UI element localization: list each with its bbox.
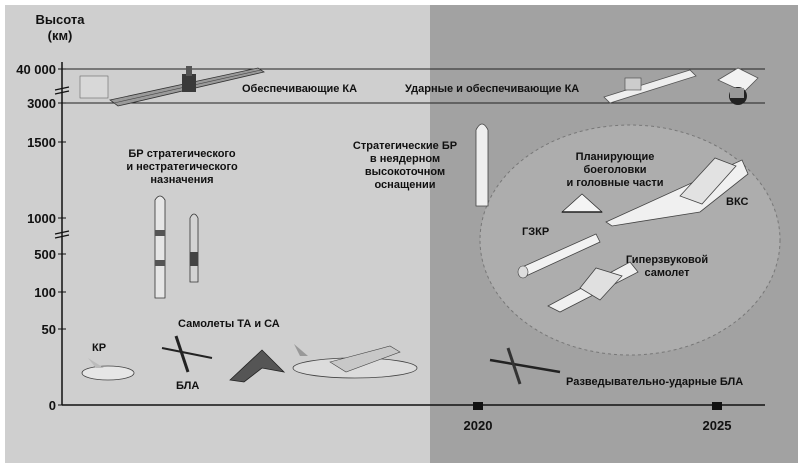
aircraft-label: Самолеты ТА и СА bbox=[178, 318, 280, 330]
y-tick-label: 0 bbox=[48, 398, 56, 413]
axis-break-top bbox=[54, 86, 70, 95]
hypersonic-plane-label: Гиперзвуковой самолет bbox=[625, 254, 709, 279]
stealth-aircraft-icon bbox=[229, 349, 286, 383]
y-tick-label: 500 bbox=[34, 247, 56, 262]
strike-satellites-label: Ударные и обеспечивающие КА bbox=[405, 83, 580, 95]
y-tick-label: 1000 bbox=[27, 211, 56, 226]
y-tick-label: 3000 bbox=[27, 96, 56, 111]
x-tick-2025 bbox=[712, 402, 722, 410]
support-satellite-icon bbox=[79, 66, 265, 107]
strategic-br-label: БР стратегического и нестратегического н… bbox=[126, 148, 238, 186]
kr-label: КР bbox=[92, 342, 107, 354]
vks-spaceplane-icon bbox=[605, 157, 749, 227]
ballistic-missile-1-icon bbox=[154, 195, 166, 299]
uav-icon bbox=[161, 335, 213, 373]
y-tick-label: 50 bbox=[41, 322, 56, 337]
hypersonic-plane-icon bbox=[547, 261, 639, 313]
recon-uav-icon bbox=[489, 347, 561, 385]
x-tick-label: 2025 bbox=[702, 418, 732, 433]
x-tick-label: 2020 bbox=[463, 418, 493, 433]
bla-label: БЛА bbox=[176, 380, 200, 392]
strike-satellite-2-icon bbox=[717, 67, 759, 105]
ballistic-missile-2-icon bbox=[189, 213, 199, 283]
gzkr-missile-icon bbox=[517, 233, 601, 279]
vks-label: ВКС bbox=[726, 196, 749, 208]
gliding-warhead-icon bbox=[560, 193, 604, 213]
y-tick-marks bbox=[58, 68, 66, 406]
support-satellites-label: Обеспечивающие КА bbox=[242, 83, 358, 95]
strategic-bomber-icon bbox=[292, 344, 418, 379]
x-tick-2020 bbox=[473, 402, 483, 410]
gliding-warheads-label: Планирующие боеголовки и головные части bbox=[566, 151, 664, 189]
nonnuclear-br-label: Стратегические БР в неядерном высокоточн… bbox=[352, 140, 458, 191]
recon-uav-label: Разведывательно-ударные БЛА bbox=[566, 376, 744, 388]
nonnuclear-missile-icon bbox=[475, 123, 489, 207]
cruise-missile-icon bbox=[81, 358, 135, 381]
y-tick-label: 100 bbox=[34, 285, 56, 300]
strike-satellite-icon bbox=[603, 69, 697, 104]
y-axis-unit: (км) bbox=[47, 28, 73, 43]
y-axis-title: Высота bbox=[35, 12, 85, 27]
y-tick-label: 1500 bbox=[27, 135, 56, 150]
gzkr-label: ГЗКР bbox=[522, 226, 550, 238]
axis-break-mid bbox=[54, 230, 70, 239]
y-tick-label: 40 000 bbox=[16, 62, 56, 77]
left-panel-bg bbox=[5, 5, 430, 463]
